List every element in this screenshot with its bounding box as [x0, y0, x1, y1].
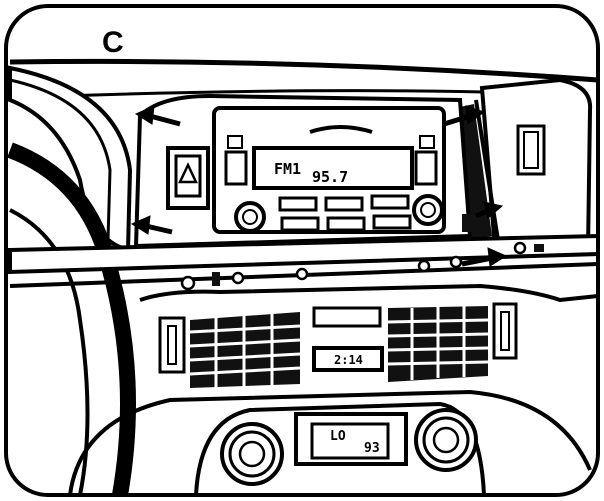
- radio-head-unit: FM1 95.7: [212, 106, 446, 234]
- volume-knob[interactable]: [234, 201, 266, 233]
- radio-frequency: 95.7: [312, 168, 348, 186]
- left-climate-knob[interactable]: [220, 422, 284, 486]
- hazard-switch[interactable]: [166, 146, 210, 210]
- preset-button-5[interactable]: [326, 216, 366, 232]
- preset-button-6[interactable]: [372, 214, 412, 230]
- left-preset-top[interactable]: [227, 135, 243, 149]
- center-console: [68, 389, 592, 496]
- climate-fan-mode: LO: [330, 429, 346, 444]
- right-trim-panel: [474, 77, 593, 259]
- hazard-triangle-icon: [178, 162, 198, 184]
- clock-time: 2:14: [334, 353, 363, 367]
- arrow-icon: [130, 105, 508, 267]
- lower-dash-outline: [139, 283, 599, 303]
- left-side-button[interactable]: [224, 150, 248, 186]
- clock-display: [312, 346, 384, 372]
- preset-button-3[interactable]: [370, 194, 410, 210]
- step-label: C: [102, 26, 124, 59]
- right-climate-knob[interactable]: [414, 408, 478, 472]
- right-side-button[interactable]: [414, 150, 438, 186]
- climate-temperature: 93: [364, 441, 380, 456]
- center-slot: [312, 306, 382, 328]
- climate-display: [310, 422, 390, 460]
- knob-icon: [242, 209, 258, 225]
- preset-button-4[interactable]: [280, 216, 320, 232]
- preset-button-2[interactable]: [324, 196, 364, 212]
- screw-icon: [180, 275, 196, 291]
- right-preset-top[interactable]: [419, 135, 435, 149]
- radio-display: [252, 146, 414, 190]
- right-air-vent[interactable]: [387, 302, 518, 382]
- left-air-vent[interactable]: [158, 312, 301, 388]
- dash-top-edge-inner: [59, 89, 485, 98]
- retaining-clip: [462, 214, 478, 232]
- tune-knob[interactable]: [412, 194, 444, 226]
- preset-button-1[interactable]: [278, 196, 318, 212]
- mounting-strip: [8, 233, 600, 291]
- radio-band: FM1: [274, 160, 301, 178]
- dash-top-edge: [9, 58, 599, 83]
